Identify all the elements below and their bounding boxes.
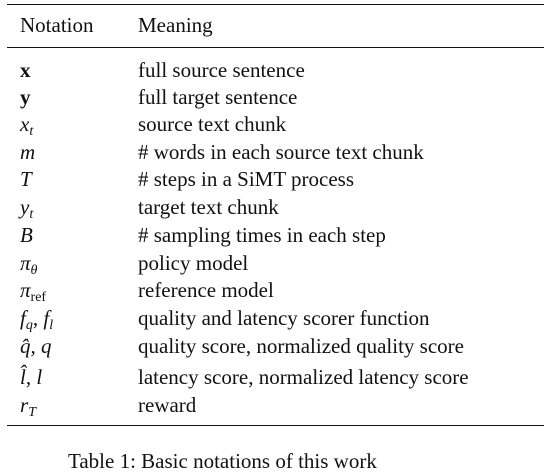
meaning-cell: # steps in a SiMT process xyxy=(138,167,355,191)
notation-cell: y xyxy=(20,85,31,109)
table-caption: Table 1: Basic notations of this work xyxy=(68,449,377,473)
meaning-cell: reference model xyxy=(138,278,274,302)
table-row: q̂, q quality score, normalized quality … xyxy=(0,333,548,360)
meaning-cell: quality score, normalized quality score xyxy=(138,334,464,358)
table-row: πref reference model xyxy=(0,277,548,305)
table-row: m # words in each source text chunk xyxy=(0,139,548,166)
table-row: fq, fl quality and latency scorer functi… xyxy=(0,305,548,333)
table-bottom-rule xyxy=(7,425,544,427)
meaning-cell: # sampling times in each step xyxy=(138,223,386,247)
meaning-cell: target text chunk xyxy=(138,195,279,219)
table-row: rT reward xyxy=(0,392,548,420)
table-top-rule xyxy=(7,4,544,6)
table-row: l̂, l latency score, normalized latency … xyxy=(0,364,548,391)
notation-cell: T xyxy=(20,167,32,191)
notation-cell: fq, fl xyxy=(20,306,54,333)
table-row: yt target text chunk xyxy=(0,194,548,222)
notation-cell: m xyxy=(20,140,36,164)
notation-cell: yt xyxy=(20,195,34,222)
meaning-cell: source text chunk xyxy=(138,112,287,136)
table-row: πθ policy model xyxy=(0,250,548,278)
notation-cell: πref xyxy=(20,278,47,305)
table-header-rule xyxy=(7,47,544,48)
meaning-cell: reward xyxy=(138,393,197,417)
notation-cell: B xyxy=(20,223,33,247)
notation-cell: πθ xyxy=(20,251,38,278)
notation-cell: x xyxy=(20,58,31,82)
table-row: T # steps in a SiMT process xyxy=(0,166,548,193)
meaning-cell: policy model xyxy=(138,251,249,275)
meaning-cell: quality and latency scorer function xyxy=(138,306,430,330)
table-row: B # sampling times in each step xyxy=(0,222,548,249)
notation-cell: l̂, l xyxy=(20,365,43,389)
header-meaning: Meaning xyxy=(138,13,213,37)
meaning-cell: # words in each source text chunk xyxy=(138,140,424,164)
meaning-cell: full target sentence xyxy=(138,85,298,109)
table-row: xt source text chunk xyxy=(0,111,548,139)
table-row: x full source sentence xyxy=(0,57,548,84)
header-notation: Notation xyxy=(20,13,94,37)
notation-cell: q̂, q xyxy=(20,334,52,358)
meaning-cell: full source sentence xyxy=(138,58,305,82)
meaning-cell: latency score, normalized latency score xyxy=(138,365,469,389)
notation-cell: rT xyxy=(20,393,36,420)
table-row: y full target sentence xyxy=(0,84,548,111)
notation-cell: xt xyxy=(20,112,34,139)
